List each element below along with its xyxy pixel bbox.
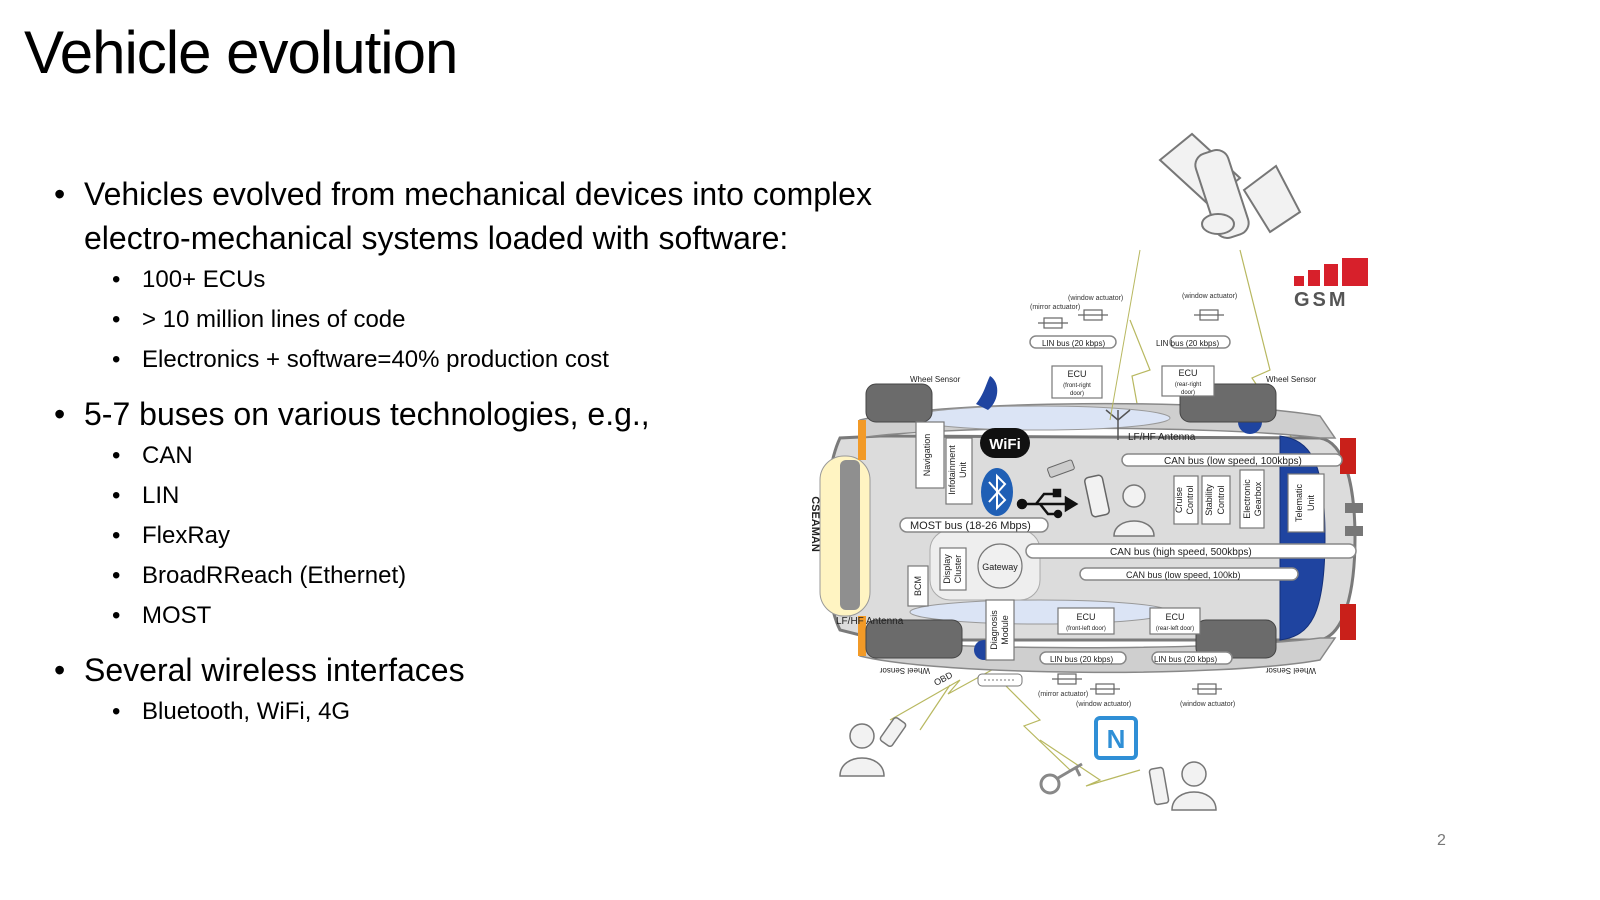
bullet-list: Vehicles evolved from mechanical devices… xyxy=(54,172,974,732)
sub-bullet-lin: LIN xyxy=(112,476,974,516)
can-bus-high-label: CAN bus (high speed, 500kbps) xyxy=(1110,547,1252,558)
display-cluster-label: Display xyxy=(942,554,952,584)
lin-bus-label-4: LIN bus (20 kbps) xyxy=(1154,655,1217,664)
lin-bus-label-3: LIN bus (20 kbps) xyxy=(1050,655,1113,664)
display-cluster-sub: Cluster xyxy=(953,555,963,584)
person-with-phone-icon xyxy=(839,716,907,777)
window-actuator-label-4: (window actuator) xyxy=(1180,701,1235,708)
unit-boxes xyxy=(907,421,1325,661)
diagnosis-module-sub: Module xyxy=(1000,615,1010,645)
sub-bullet-lines-of-code: > 10 million lines of code xyxy=(112,300,974,340)
ecu-front-left-label: ECU xyxy=(1076,612,1095,622)
usb-icon xyxy=(1016,488,1079,519)
gateway-label: Gateway xyxy=(982,562,1018,572)
wheel-sensor-label-1: Wheel Sensor xyxy=(910,375,961,384)
satellite-icon xyxy=(1158,132,1302,239)
gearbox-label: Gearbox xyxy=(1253,481,1263,516)
bcm-label: BCM xyxy=(913,576,923,596)
ecu-front-right-sub2: door) xyxy=(1070,391,1084,397)
wheel-sensor-label-3: Wheel Sensor xyxy=(879,666,930,675)
vehicle-network-diagram: GSM xyxy=(809,132,1368,811)
stability-control-label: Stability xyxy=(1204,484,1214,516)
ecu-front-right-sub1: (front-right xyxy=(1063,383,1091,389)
window-actuator-label-2: (window actuator) xyxy=(1182,293,1237,300)
window-actuator-label-1: (window actuator) xyxy=(1068,295,1123,302)
ecu-rear-left-label: ECU xyxy=(1165,612,1184,622)
gsm-logo-icon: GSM xyxy=(1294,258,1368,311)
navigation-unit-label: Navigation xyxy=(922,434,932,477)
sub-bullet-bluetooth-wifi-4g: Bluetooth, WiFi, 4G xyxy=(112,692,974,732)
electronic-label: Electronic xyxy=(1242,479,1252,519)
infotainment-unit-sub: Unit xyxy=(958,462,968,479)
sub-bullet-production-cost: Electronics + software=40% production co… xyxy=(112,340,974,380)
stability-control-sub: Control xyxy=(1216,485,1226,514)
nfc-label: N xyxy=(1107,724,1126,754)
bullet-wireless: Several wireless interfaces xyxy=(54,648,974,692)
obd-port-icon xyxy=(977,673,1023,687)
bluetooth-icon xyxy=(981,468,1013,516)
can-bus-high xyxy=(1025,543,1357,559)
bullet-buses: 5-7 buses on various technologies, e.g., xyxy=(54,392,974,436)
can-bus-low-bottom xyxy=(1079,567,1299,581)
can-bus-low-label-1: CAN bus (low speed, 100kbps) xyxy=(1164,456,1302,467)
lin-bus-label-1: LIN bus (20 kbps) xyxy=(1042,339,1105,348)
bus-lines xyxy=(899,335,1357,665)
sub-bullet-flexray: FlexRay xyxy=(112,516,974,556)
actuator-icons xyxy=(1038,309,1224,695)
cseaman-label: CSEAMAN xyxy=(809,496,821,552)
can-bus-low-top xyxy=(1121,453,1343,467)
slide-title: Vehicle evolution xyxy=(24,19,458,86)
antenna-icon xyxy=(1105,249,1141,440)
ecu-front-right-label: ECU xyxy=(1067,369,1086,379)
diagnosis-module-label: Diagnosis xyxy=(989,610,999,650)
cruise-control-label: Cruise xyxy=(1174,487,1184,513)
can-bus-low-label-2: CAN bus (low speed, 100kb) xyxy=(1126,570,1241,580)
gsm-label: GSM xyxy=(1294,289,1349,311)
window-actuator-label-3: (window actuator) xyxy=(1076,701,1131,708)
nfc-logo-icon: N xyxy=(1094,716,1138,760)
wheel-sensor-label-2: Wheel Sensor xyxy=(1266,375,1317,384)
lfhf-antenna-label-1: LF/HF Antenna xyxy=(1128,432,1196,443)
phone-icon xyxy=(1084,474,1110,518)
driver-person-icon xyxy=(1113,484,1155,537)
sub-bullet-ecus: 100+ ECUs xyxy=(112,260,974,300)
wifi-icon: WiFi xyxy=(980,428,1030,458)
sub-bullet-can: CAN xyxy=(112,436,974,476)
sub-bullet-most: MOST xyxy=(112,596,974,636)
lfhf-antenna-label-2: LF/HF Antenna xyxy=(836,616,904,627)
sub-bullet-broadrreach: BroadRReach (Ethernet) xyxy=(112,556,974,596)
lin-bus-label-2: LIN bus (20 kbps) xyxy=(1156,339,1219,348)
most-bus-label: MOST bus (18-26 Mbps) xyxy=(910,520,1031,532)
usb-stick-icon xyxy=(1047,459,1075,478)
mirror-actuator-label-2: (mirror actuator) xyxy=(1038,691,1088,698)
bullet-vehicles-evolved: Vehicles evolved from mechanical devices… xyxy=(54,172,974,260)
wheel-sensor-label-4: Wheel Sensor xyxy=(1265,666,1316,675)
page-number: 2 xyxy=(1437,832,1446,849)
key-icon xyxy=(1039,762,1083,795)
infotainment-unit-label: Infotainment xyxy=(947,445,957,495)
ecu-boxes xyxy=(1051,365,1215,635)
ecu-rear-right-sub1: (rear-right xyxy=(1175,382,1202,388)
most-bus xyxy=(899,517,1049,533)
ecu-rear-right-sub2: door) xyxy=(1181,390,1195,396)
ecu-rear-right-label: ECU xyxy=(1178,368,1197,378)
ecu-rear-left-sub: (rear-left door) xyxy=(1156,626,1194,632)
wifi-label: WiFi xyxy=(989,436,1021,453)
telematic-unit-sub: Unit xyxy=(1306,495,1316,512)
mirror-actuator-label-1: (mirror actuator) xyxy=(1030,304,1080,311)
person-with-phone-right-icon xyxy=(1148,761,1217,811)
cruise-control-sub: Control xyxy=(1185,485,1195,514)
ecu-front-left-sub: (front-left door) xyxy=(1066,626,1106,632)
telematic-unit-label: Telematic xyxy=(1294,483,1304,522)
